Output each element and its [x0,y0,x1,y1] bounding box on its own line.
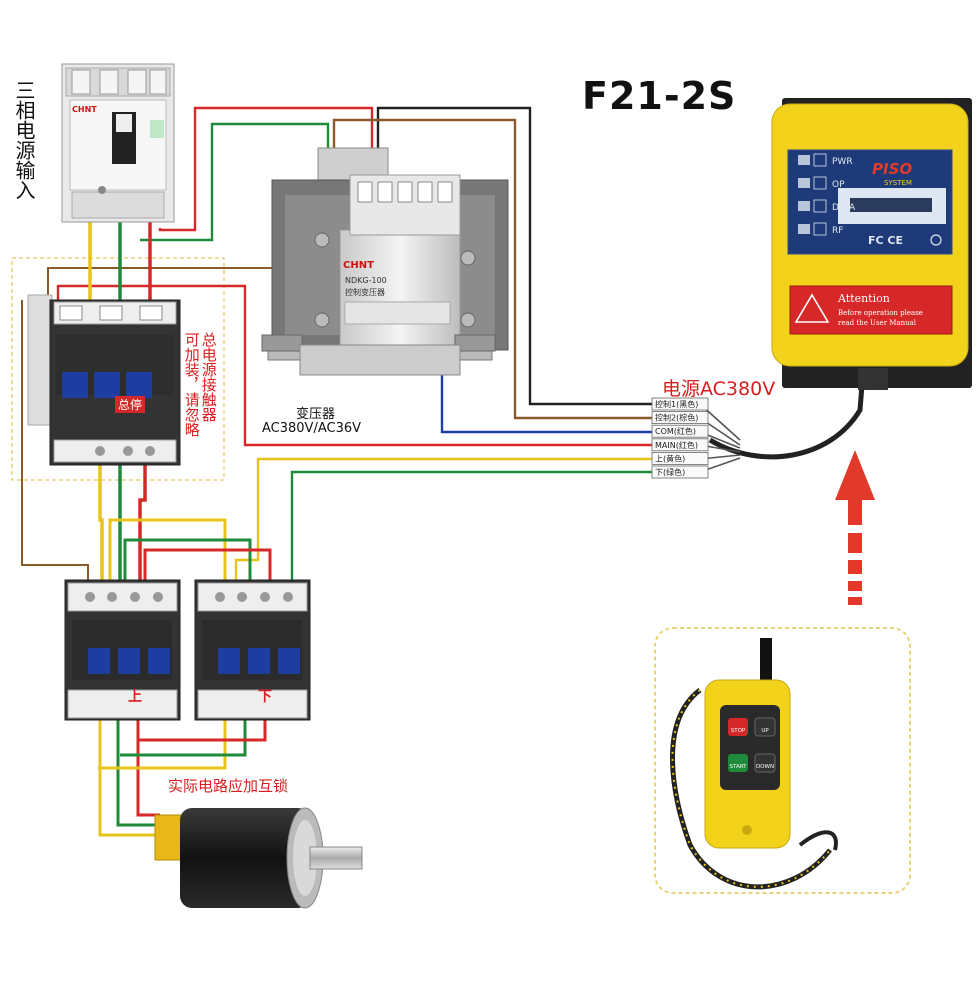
optional-contactor-box [11,257,225,481]
motor [154,807,363,909]
indicator-op: OP [798,176,845,190]
receiver-brand: PISO [872,160,912,178]
terminal-1: 控制2(棕色) [651,411,709,425]
three-phase-input-label: 三相电源输入 [12,80,36,200]
indicator-label: RF [832,226,843,236]
contactor-down-mark: 下 [258,689,272,705]
indicator-label: OP [832,180,845,190]
led-icon [798,224,810,234]
terminal-5: 下(绿色) [651,465,709,479]
transformer-spec-label: AC380V/AC36V [262,421,362,436]
transformer-label: 变压器 [296,407,336,422]
terminal-label: 控制2(棕色) [655,413,698,423]
remote-button-start: START [730,764,748,770]
transformer-model: NDKG-100 [345,276,387,285]
receiver-unit [771,98,972,390]
remote-control [670,638,838,890]
terminal-label: 控制1(黑色) [655,399,698,409]
attention-text-2: read the User Manual [838,319,917,327]
arrow-up-icon [835,450,875,605]
main-contactor-mark: 总停 [115,396,146,413]
terminal-4: 上(黄色) [651,451,709,465]
main-contactor-label: 总电源接触器 [199,332,218,422]
contactor-up [64,579,181,721]
contactor-up-mark: 上 [128,689,142,705]
indicator-label: DATA [832,203,856,213]
remote-button-stop: STOP [731,728,746,734]
terminal-label: COM(红色) [655,426,696,436]
indicator-data: DATA [798,199,856,213]
terminal-label: 下(绿色) [655,467,685,477]
receiver-brand-sub: SYSTEM [884,179,912,187]
indicator-pwr: PWR [798,153,853,167]
model-title: F21-2S [582,74,737,118]
remote-button-down: DOWN [756,764,774,770]
led-icon [798,178,810,188]
remote-button-up: UP [761,728,769,734]
terminal-0: 控制1(黑色) [651,397,709,411]
power-symbol-icon [930,234,942,246]
led-icon [798,201,810,211]
attention-title: Attention [837,292,890,305]
wires [21,106,865,837]
cert-marks: FC CE [868,234,903,247]
led-icon [798,155,810,165]
terminal-label: MAIN(红色) [655,440,698,450]
power-supply-label: 电源AC380V [662,378,776,400]
transformer: CHNT NDKG-100 控制变压器 [261,147,509,376]
transformer-brand: CHNT [343,260,374,271]
terminal-strip: 控制1(黑色) 控制2(棕色) COM(红色) MAIN(红色) 上(黄色) 下(绿色) [651,397,709,479]
remote-button-labels: STOP UP START DOWN [730,728,775,770]
contactor-down [194,579,311,721]
circuit-breaker: CHNT [61,63,175,223]
terminal-3: MAIN(红色) [651,438,709,452]
attention-text-1: Before operation please [838,309,923,317]
breaker-brand: CHNT [72,105,97,114]
transformer-name: 控制变压器 [345,287,385,297]
indicator-rf: RF [798,222,843,236]
terminal-label: 上(黄色) [655,453,685,463]
terminal-2: COM(红色) [651,424,709,438]
indicator-label: PWR [832,157,853,167]
interlock-note-label: 实际电路应加互锁 [168,777,289,795]
optional-note-label: 可加装，请忽略 [182,332,201,437]
main-contactor [27,294,181,466]
